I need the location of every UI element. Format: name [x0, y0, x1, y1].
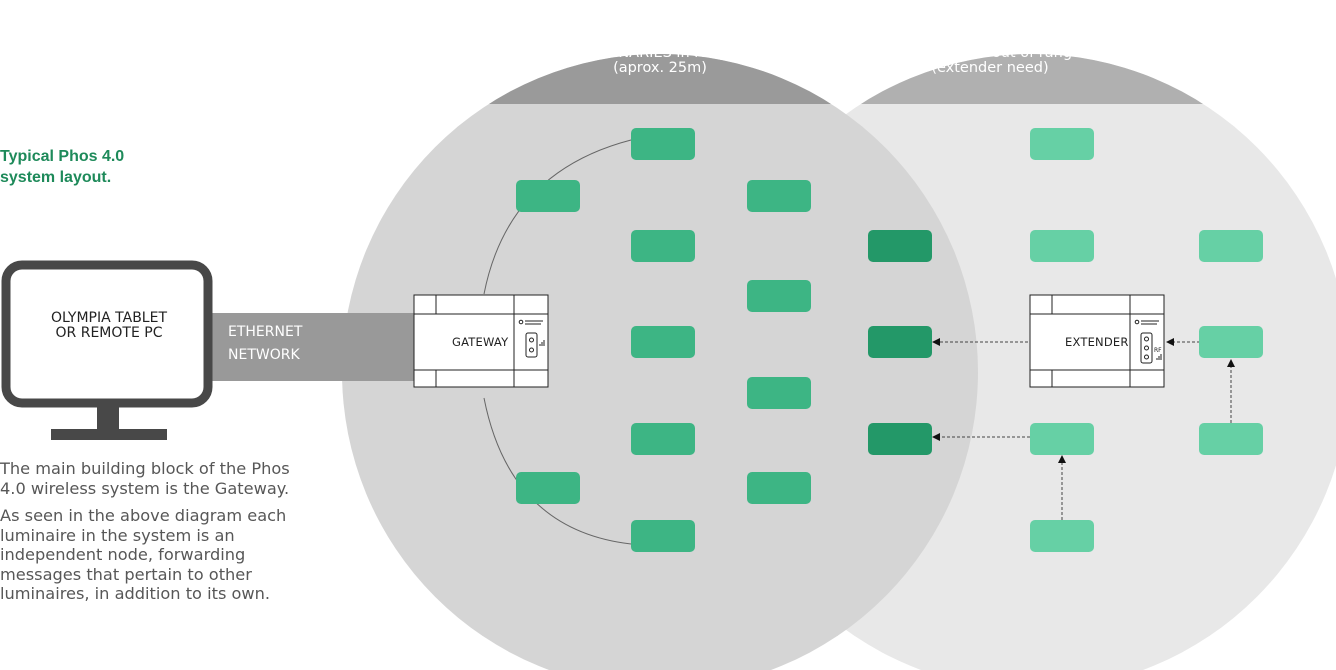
luminaire-node [747, 280, 811, 312]
luminaire-node [516, 472, 580, 504]
ethernet-label-line1: ETHERNET [228, 324, 303, 340]
in-range-caption-line1: LUMINARIES in range [583, 45, 737, 61]
luminaire-node [516, 180, 580, 212]
luminaire-node-edge [868, 230, 932, 262]
out-of-range-caption-line2: (extender need) [931, 60, 1049, 76]
gateway-device [413, 294, 549, 388]
ethernet-label-line2: NETWORK [228, 347, 300, 363]
luminaire-node [631, 230, 695, 262]
out-of-range-caption: LUMINARIES out of range (extender need) [860, 46, 1120, 76]
monitor-label: OLYMPIA TABLET OR REMOTE PC [14, 311, 204, 341]
description-paragraph-1: The main building block of the Phos 4.0 … [0, 459, 290, 498]
luminaire-node-out [1030, 230, 1094, 262]
extender-label: EXTENDER [1065, 335, 1129, 349]
heading-line1: Typical Phos 4.0 [0, 148, 125, 165]
extender-rf-label: RF [1154, 347, 1162, 354]
description-text: The main building block of the Phos 4.0 … [0, 459, 320, 612]
description-paragraph-2: As seen in the above diagram each lumina… [0, 506, 287, 603]
luminaire-node [747, 180, 811, 212]
in-range-zone [342, 54, 978, 670]
luminaire-node-edge [868, 423, 932, 455]
luminaire-node [631, 326, 695, 358]
luminaire-node [631, 128, 695, 160]
monitor-icon [1, 260, 213, 440]
ethernet-label: ETHERNET NETWORK [228, 321, 328, 367]
luminaire-node-out [1030, 423, 1094, 455]
luminaire-node-edge [868, 326, 932, 358]
luminaire-node-out [1199, 230, 1263, 262]
luminaire-node-out [1199, 423, 1263, 455]
monitor-label-line1: OLYMPIA TABLET [50, 310, 168, 326]
luminaire-node-out [1030, 520, 1094, 552]
in-range-caption-line2: (aprox. 25m) [613, 60, 707, 76]
luminaire-node [631, 423, 695, 455]
luminaire-node-out [1030, 128, 1094, 160]
extender-device [1029, 294, 1165, 388]
luminaire-node [747, 377, 811, 409]
luminaire-node [631, 520, 695, 552]
out-of-range-caption-line1: LUMINARIES out of range [899, 45, 1081, 61]
luminaire-node [747, 472, 811, 504]
in-range-caption: LUMINARIES in range (aprox. 25m) [530, 46, 790, 76]
gateway-label: GATEWAY [452, 335, 509, 349]
ethernet-band [206, 313, 414, 381]
luminaire-node-out [1199, 326, 1263, 358]
monitor-label-line2: OR REMOTE PC [55, 325, 163, 341]
diagram-heading: Typical Phos 4.0 system layout. [0, 146, 220, 188]
heading-line2: system layout. [0, 169, 112, 186]
